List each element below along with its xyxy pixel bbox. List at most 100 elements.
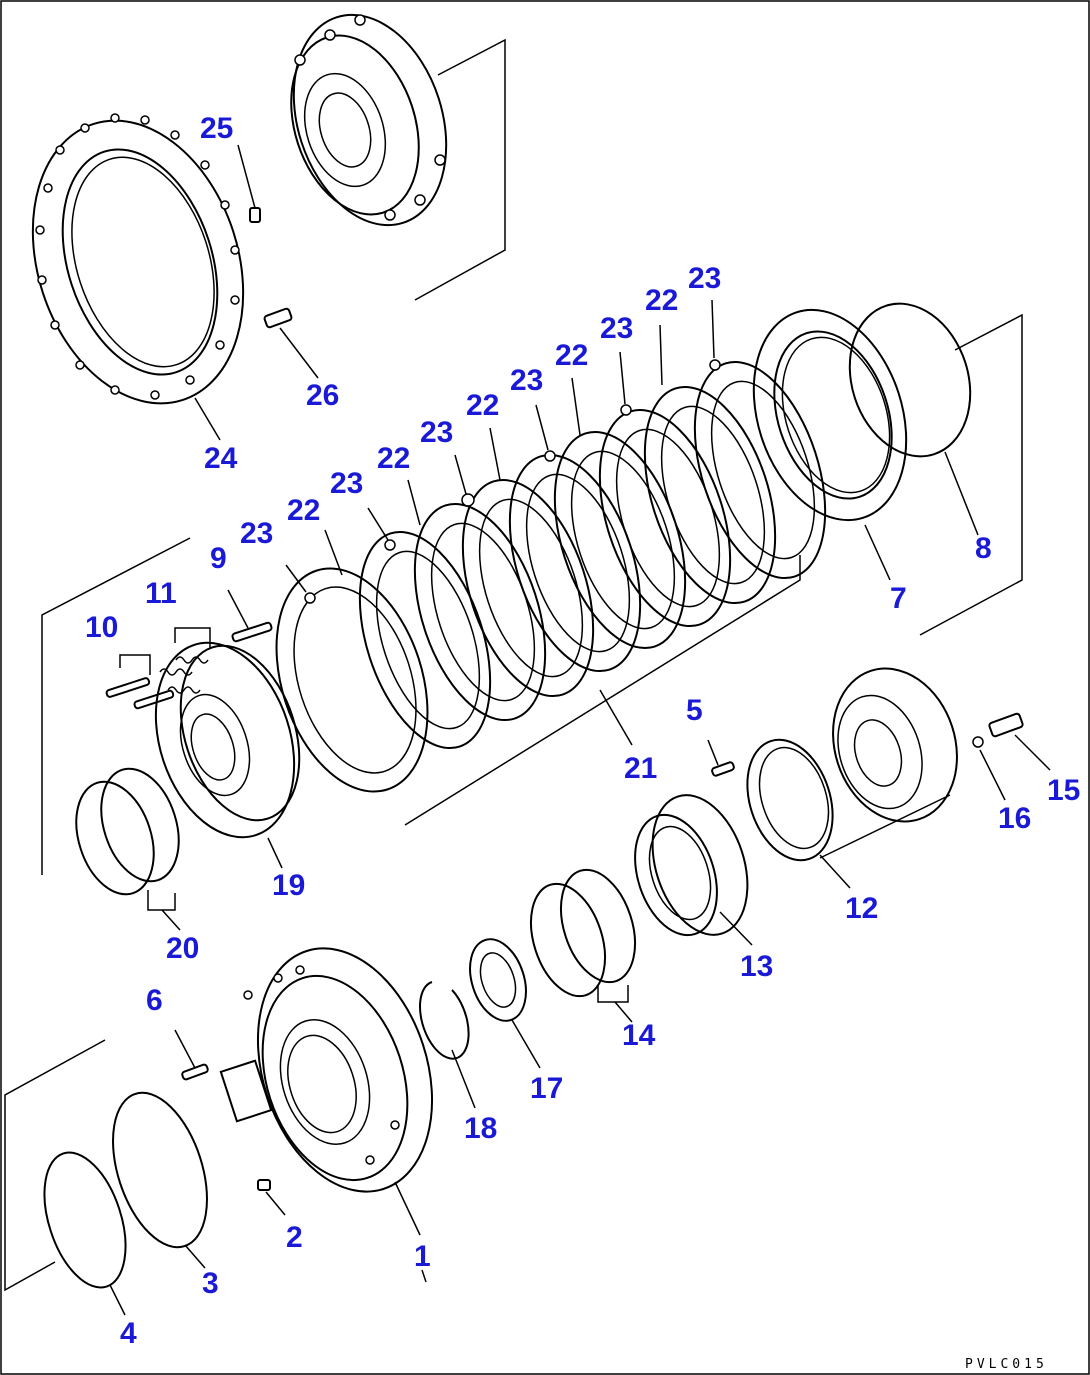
- callout-23d: 23: [420, 416, 453, 449]
- ring-part-12: [746, 738, 834, 862]
- pins-part-9-10-11: [105, 621, 273, 710]
- seal-parts-23: [304, 359, 721, 604]
- callout-22f: 22: [645, 284, 678, 317]
- callout-24: 24: [204, 442, 238, 475]
- leader-15: [1014, 734, 1051, 771]
- leader-14: [614, 1001, 633, 1023]
- disc-bracket-line-21: [404, 555, 801, 826]
- leader-22d: [571, 377, 581, 436]
- pin-part-6: [181, 1063, 209, 1081]
- perforated-ring-part-24: [31, 113, 245, 405]
- leader-26: [279, 327, 319, 379]
- callout-22b: 22: [287, 494, 320, 527]
- leader-22c: [489, 427, 501, 481]
- case-part-1: [219, 947, 434, 1193]
- callout-13: 13: [740, 950, 773, 983]
- callout-6: 6: [146, 984, 163, 1017]
- callout-18: 18: [464, 1112, 497, 1145]
- leader-16: [979, 749, 1006, 801]
- pin-part-26: [263, 307, 293, 329]
- leader-4: [109, 1284, 126, 1316]
- piston-housing-part: [832, 667, 958, 823]
- callout-12: 12: [845, 892, 878, 925]
- callout-25: 25: [200, 112, 233, 145]
- leader-12: [819, 854, 851, 889]
- bracket-10: [119, 654, 151, 675]
- drawing-code: PVLC015: [965, 1357, 1048, 1372]
- callout-16: 16: [998, 802, 1031, 835]
- leader-21: [599, 689, 633, 746]
- leader-13: [719, 911, 753, 946]
- disc-stack-part-21-22: [275, 360, 827, 793]
- leader-23d: [535, 404, 549, 451]
- callout-26: 26: [306, 379, 339, 412]
- callout-5: 5: [686, 694, 703, 727]
- leader-7: [864, 524, 891, 581]
- callout-22c: 22: [377, 442, 410, 475]
- leader-8: [944, 451, 979, 536]
- callout-labels: 25 26 24 23 22 23 22 23 22 23 22 23 22 2…: [85, 112, 1080, 1350]
- leader-9: [227, 589, 249, 629]
- leader-19: [267, 837, 283, 869]
- leader-18: [451, 1049, 476, 1109]
- callout-21: 21: [624, 752, 657, 785]
- callout-8: 8: [975, 532, 992, 565]
- callout-23e: 23: [510, 364, 543, 397]
- carrier-housing-part: [290, 13, 448, 227]
- leader-1-tail: [421, 1269, 427, 1283]
- retainer-part-15-16: [972, 712, 1024, 748]
- bracket-11: [174, 627, 211, 648]
- callout-22d: 22: [466, 389, 499, 422]
- bolt-part-2: [257, 1179, 271, 1191]
- leader-1: [394, 1181, 421, 1236]
- leader-22e: [659, 324, 663, 386]
- rings-part-20: [75, 767, 180, 896]
- leader-23f: [711, 299, 715, 359]
- callout-23c: 23: [330, 467, 363, 500]
- snap-ring-part-18: [418, 981, 470, 1060]
- housing-bracket-line: [414, 38, 506, 301]
- callout-14: 14: [622, 1019, 656, 1052]
- leader-23c: [454, 454, 467, 495]
- o-ring-part-8: [848, 302, 972, 458]
- leader-2: [265, 1191, 286, 1216]
- callout-17: 17: [530, 1072, 563, 1105]
- callout-2: 2: [286, 1221, 303, 1254]
- leader-22b: [407, 479, 421, 526]
- leader-22a: [324, 529, 343, 576]
- bolt-part-25: [249, 207, 261, 223]
- leader-5: [707, 739, 719, 766]
- hub-part-19: [154, 641, 301, 839]
- leader-20: [161, 909, 181, 931]
- bracket-20: [147, 890, 176, 911]
- gear-part-17: [469, 938, 527, 1022]
- callout-10: 10: [85, 611, 118, 644]
- piston-bracket-line: [819, 794, 951, 859]
- ring-bracket-line-8: [919, 313, 1023, 636]
- callout-23b: 23: [240, 517, 273, 550]
- callout-19: 19: [272, 869, 305, 902]
- callout-9: 9: [210, 542, 227, 575]
- end-plate-part-7: [752, 308, 908, 522]
- leader-17: [511, 1019, 541, 1069]
- bottom-bracket-line: [4, 1039, 106, 1292]
- bracket-14: [597, 985, 629, 1003]
- callout-1: 1: [414, 1240, 431, 1273]
- leader-23a: [285, 564, 307, 593]
- callout-7: 7: [890, 582, 907, 615]
- callout-4: 4: [120, 1317, 137, 1350]
- callout-20: 20: [166, 932, 199, 965]
- callout-23g: 23: [688, 262, 721, 295]
- leader-23e: [619, 351, 626, 405]
- callout-23f: 23: [600, 312, 633, 345]
- rings-part-14: [530, 868, 636, 998]
- callout-15: 15: [1047, 774, 1080, 807]
- left-bracket-line: [41, 537, 191, 875]
- leader-3: [184, 1244, 206, 1269]
- leader-24: [194, 397, 221, 441]
- leader-23b: [367, 507, 389, 541]
- callout-3: 3: [202, 1267, 219, 1300]
